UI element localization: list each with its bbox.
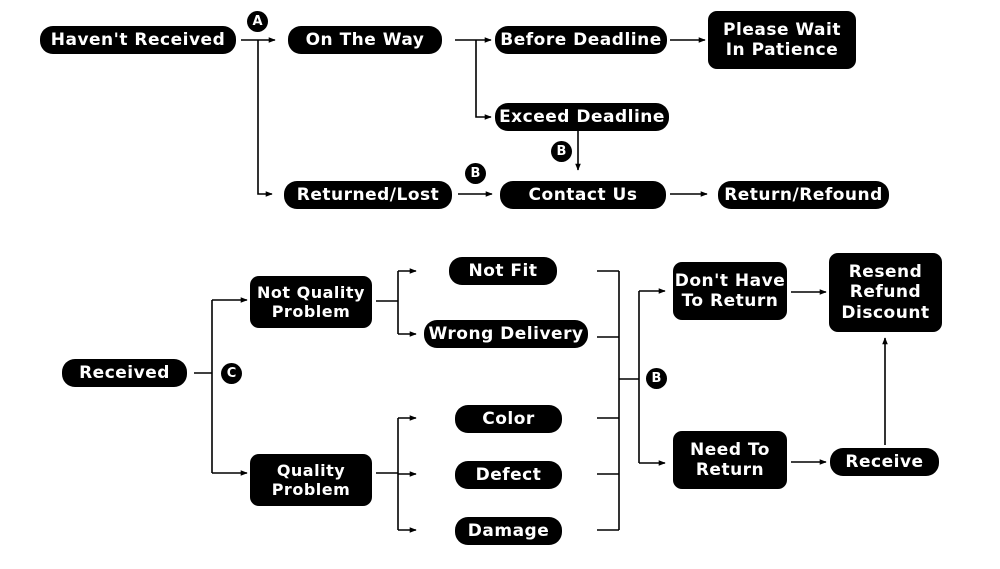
node-need-to-return: Need To Return	[673, 431, 787, 489]
node-not-quality-problem: Not Quality Problem	[250, 276, 372, 328]
node-received: Received	[62, 359, 187, 387]
node-wrong-delivery: Wrong Delivery	[424, 320, 588, 348]
node-please-wait: Please Wait In Patience	[708, 11, 856, 69]
marker-b-middle: B	[465, 163, 486, 184]
node-receive: Receive	[830, 448, 939, 476]
node-before-deadline: Before Deadline	[495, 26, 667, 54]
marker-a: A	[247, 11, 268, 32]
node-defect: Defect	[455, 461, 562, 489]
marker-b-bottom: B	[646, 368, 667, 389]
node-quality-problem: Quality Problem	[250, 454, 372, 506]
node-resend-refund-discount: Resend Refund Discount	[829, 253, 942, 332]
node-color: Color	[455, 405, 562, 433]
node-havent-received: Haven't Received	[40, 26, 236, 54]
arrow-havent-to-returned	[257, 40, 273, 197]
marker-b-top: B	[551, 141, 572, 162]
node-contact-us: Contact Us	[500, 181, 666, 209]
arrow-ontheway-to-exceed	[475, 40, 492, 120]
node-dont-have-to-return: Don't Have To Return	[673, 262, 787, 320]
node-exceed-deadline: Exceed Deadline	[495, 103, 669, 131]
node-damage: Damage	[455, 517, 562, 545]
node-not-fit: Not Fit	[449, 257, 557, 285]
node-on-the-way: On The Way	[288, 26, 442, 54]
node-return-refound: Return/Refound	[718, 181, 889, 209]
marker-c: C	[221, 363, 242, 384]
node-returned-lost: Returned/Lost	[284, 181, 452, 209]
